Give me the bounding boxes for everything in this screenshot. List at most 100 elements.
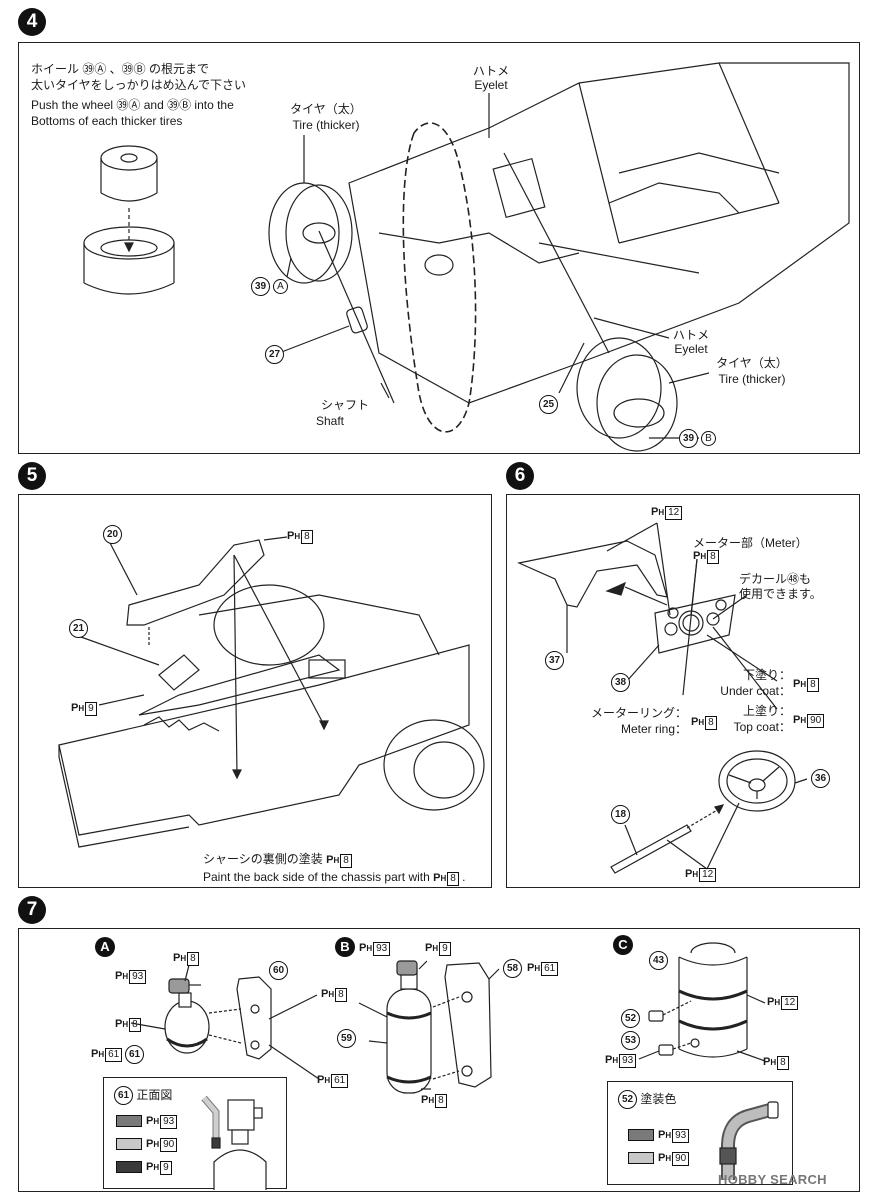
c-part-43-marker: 43	[649, 951, 668, 970]
meterring-en: Meter ring：	[620, 722, 687, 736]
decal-note-ja-1: デカール㊽も	[739, 572, 812, 586]
meterring-ja: メーターリング：	[590, 706, 687, 720]
decal-note-ja-2: 使用できます。	[739, 587, 822, 601]
tire-a-label-ja: タイヤ（太）	[290, 102, 362, 116]
a-part-61-marker: 61	[125, 1045, 144, 1064]
part-38-marker: 38	[611, 673, 630, 692]
watermark: HOBBY SEARCH	[718, 1172, 827, 1187]
step-6-illustration	[517, 522, 808, 874]
step-5-number: 5	[18, 462, 46, 490]
meter-label: メーター部（Meter）	[693, 536, 808, 550]
inset-52-title: 塗装色	[640, 1091, 677, 1106]
c-part-52-marker: 52	[621, 1009, 640, 1028]
paint-18-36-code: 12	[699, 868, 717, 882]
b-paint-bottom-code: 8	[435, 1094, 447, 1108]
shaft-label-ja: シャフト	[320, 398, 369, 412]
undercoat-code: 8	[807, 678, 819, 692]
step-7-number: 7	[18, 896, 46, 924]
tire-b-label-ja: タイヤ（太）	[716, 356, 788, 370]
paint-20-code: 8	[301, 530, 313, 544]
b-paint-top-code: 9	[439, 942, 451, 956]
color-swatch	[116, 1161, 142, 1174]
eyelet2-label-en: Eyelet	[674, 342, 708, 356]
step-7-illustration	[130, 942, 766, 1094]
inset-52-drawing	[719, 1101, 779, 1180]
part-21-marker: 21	[69, 619, 88, 638]
b-paint-58-code: 61	[541, 962, 559, 976]
topcoat-en: Top coat：	[733, 720, 791, 734]
part-39a-marker: 39	[251, 277, 270, 296]
b-part-59-marker: 59	[337, 1029, 356, 1048]
part-39b-marker: 39	[679, 429, 698, 448]
part-27-marker: 27	[265, 345, 284, 364]
c-part-53-marker: 53	[621, 1031, 640, 1050]
a-paint-top-code: 8	[187, 952, 199, 966]
c-paint-53-code: 93	[619, 1054, 637, 1068]
a-paint-valve-code: 93	[129, 970, 147, 984]
c-paint-body-code: 8	[777, 1056, 789, 1070]
step-4-instruction-ja-2: 太いタイヤをしっかりはめ込んで下さい	[31, 78, 247, 92]
color-swatch	[116, 1138, 142, 1151]
a-paint-bottom-code: 61	[331, 1074, 349, 1088]
step-4-number: 4	[18, 8, 46, 36]
a-part-60-marker: 60	[269, 961, 288, 980]
step-4-instruction-ja-1: ホイール ㊴Ⓐ 、㊴Ⓑ の根元まで	[31, 62, 210, 76]
tire-b-label-en: Tire (thicker)	[718, 372, 786, 386]
inset-61-part: 61	[114, 1086, 133, 1105]
step-6-number: 6	[506, 462, 534, 490]
step-4-instruction-en-2: Bottoms of each thicker tires	[31, 114, 183, 128]
topcoat-code: 90	[807, 714, 825, 728]
tire-a-label-en: Tire (thicker)	[292, 118, 360, 132]
a-paint-61-code: 61	[105, 1048, 123, 1062]
color-swatch	[628, 1129, 654, 1142]
a-paint-bracket-code: 8	[335, 988, 347, 1002]
part-39a-sub: A	[273, 279, 288, 294]
step-5-note-en-text: Paint the back side of the chassis part …	[203, 870, 430, 884]
step-5-note-ja-text: シャーシの裏側の塗装	[203, 852, 323, 866]
inset-61-header: 61 正面図	[114, 1086, 172, 1105]
swatch-code: 9	[160, 1161, 172, 1175]
topcoat-ja: 上塗り：	[742, 704, 791, 718]
inset-52-header: 52 塗装色	[618, 1090, 676, 1109]
eyelet2-label-ja: ハトメ	[672, 328, 710, 342]
inset-52-part: 52	[618, 1090, 637, 1109]
color-swatch	[628, 1152, 654, 1165]
step-5-illustration	[58, 536, 485, 848]
swatch-code: 90	[160, 1138, 178, 1152]
section-a-letter: A	[95, 937, 115, 957]
inset-61-title: 正面図	[136, 1087, 173, 1102]
a-paint-body-code: 8	[129, 1018, 141, 1032]
part-20-marker: 20	[103, 525, 122, 544]
b-part-58-marker: 58	[503, 959, 522, 978]
part-37-marker: 37	[545, 651, 564, 670]
eyelet-label-en: Eyelet	[474, 78, 508, 92]
paint-37-code: 12	[665, 506, 683, 520]
paint-21-code: 9	[85, 702, 97, 716]
meterring-code: 8	[705, 716, 717, 730]
step-5-note-en: Paint the back side of the chassis part …	[203, 870, 466, 886]
step-4-instruction-en-1: Push the wheel ㊴Ⓐ and ㊴Ⓑ into the	[31, 98, 234, 112]
part-36-marker: 36	[811, 769, 830, 788]
undercoat-en: Under coat：	[720, 684, 791, 698]
